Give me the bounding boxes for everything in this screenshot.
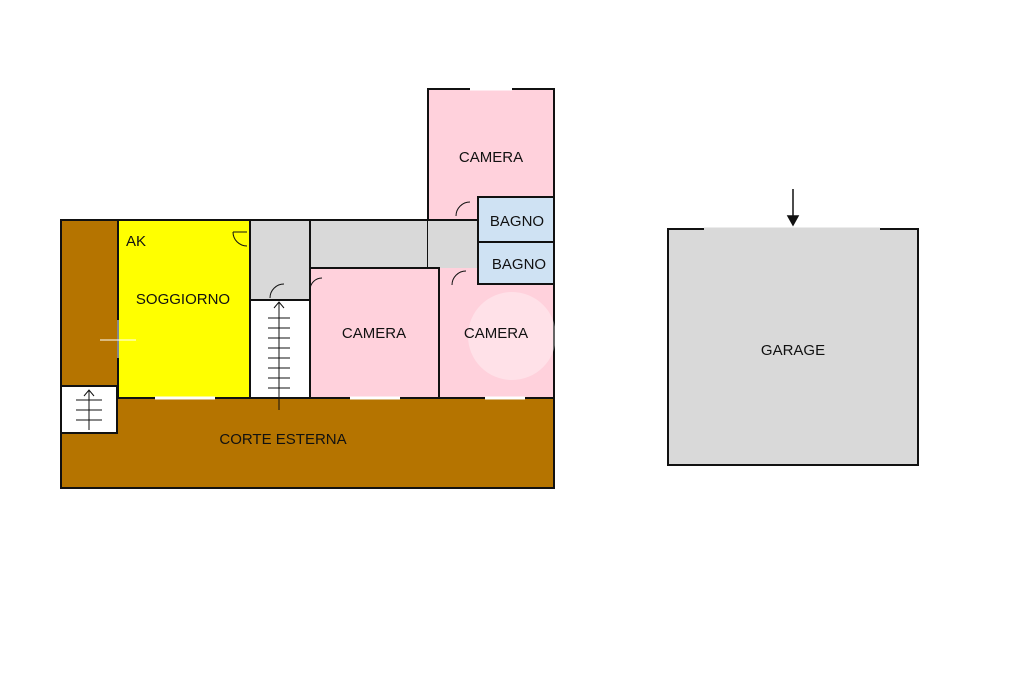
bagno-2-label: BAGNO xyxy=(492,256,546,273)
left-stair-treads xyxy=(76,389,102,430)
corte-esterna-label: CORTE ESTERNA xyxy=(219,431,346,448)
door-swings xyxy=(232,201,471,299)
soggiorno-room xyxy=(117,219,251,399)
camera-top-label: CAMERA xyxy=(459,149,523,166)
hallway-left-drop xyxy=(249,219,311,301)
bagno-1-label: BAGNO xyxy=(490,213,544,230)
soggiorno-label: SOGGIORNO xyxy=(136,291,230,308)
corte-esterna-left xyxy=(60,219,119,399)
corte-esterna-bottom xyxy=(60,397,555,489)
garage-label: GARAGE xyxy=(761,342,825,359)
camera-mid-room xyxy=(309,267,440,399)
inner-stair xyxy=(249,299,311,399)
garage-room xyxy=(667,228,919,466)
inner-stair-treads xyxy=(268,301,290,410)
garage-entry-arrow xyxy=(786,189,800,227)
camera-right-room xyxy=(438,283,555,399)
camera-right-label: CAMERA xyxy=(464,325,528,342)
watermark-circle xyxy=(468,292,556,380)
camera-right-link xyxy=(440,268,477,285)
cross-mark xyxy=(100,320,136,358)
ak-label: AK xyxy=(126,233,146,250)
camera-mid-label: CAMERA xyxy=(342,325,406,342)
window-marks xyxy=(155,87,525,400)
hallway-right xyxy=(428,220,478,268)
